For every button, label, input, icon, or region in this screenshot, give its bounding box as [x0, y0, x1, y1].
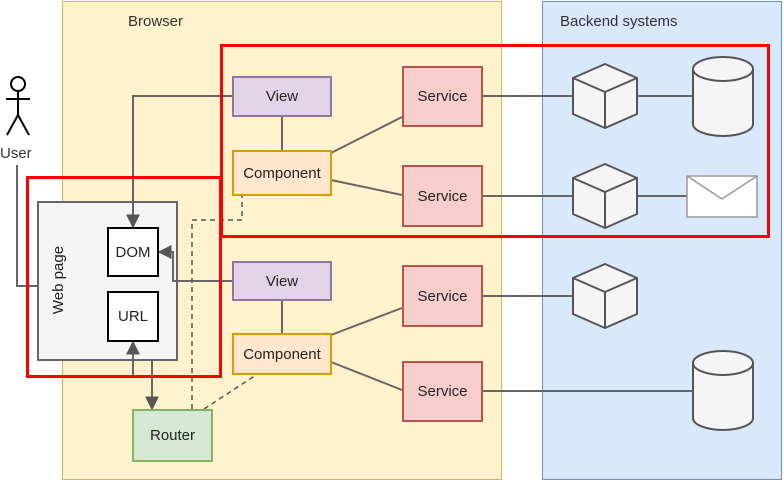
view-bottom-box: View: [232, 261, 332, 301]
server-cube-icon: [572, 263, 638, 329]
database-icon: [692, 56, 754, 137]
user-label: User: [0, 145, 32, 162]
component-bottom-service-3-wire: [330, 307, 403, 336]
component-bottom-service-4-wire: [330, 361, 403, 391]
service-2-box: Service: [402, 165, 483, 227]
component-bottom-box: Component: [232, 333, 332, 375]
component-top-service-2-wire: [330, 179, 403, 196]
server-cube-icon: [572, 63, 638, 129]
view-bottom-to-dom-wire: [157, 245, 232, 282]
service-4-box: Service: [402, 361, 483, 422]
mail-envelope-icon: [686, 175, 758, 218]
view-top-to-dom-wire: [126, 95, 232, 229]
url-box: URL: [107, 291, 159, 342]
component-top-box: Component: [232, 150, 332, 196]
user-icon: [6, 76, 30, 136]
browser-region-label: Browser: [128, 13, 184, 30]
service-1-box: Service: [402, 66, 483, 127]
service-3-box: Service: [402, 265, 483, 327]
backend-region-label: Backend systems: [560, 13, 678, 30]
router-to-component-bottom-dashed-wire: [203, 374, 257, 410]
user-to-webpage-wire: [16, 165, 37, 287]
dom-box: DOM: [107, 227, 159, 277]
database-icon: [692, 350, 754, 431]
router-box: Router: [132, 409, 213, 462]
server-cube-icon: [572, 163, 638, 229]
view-top-box: View: [232, 76, 332, 117]
webpage-label: Web page: [50, 245, 67, 315]
component-top-service-1-wire: [330, 116, 403, 154]
router-to-component-top-dashed-wire: [191, 196, 243, 409]
